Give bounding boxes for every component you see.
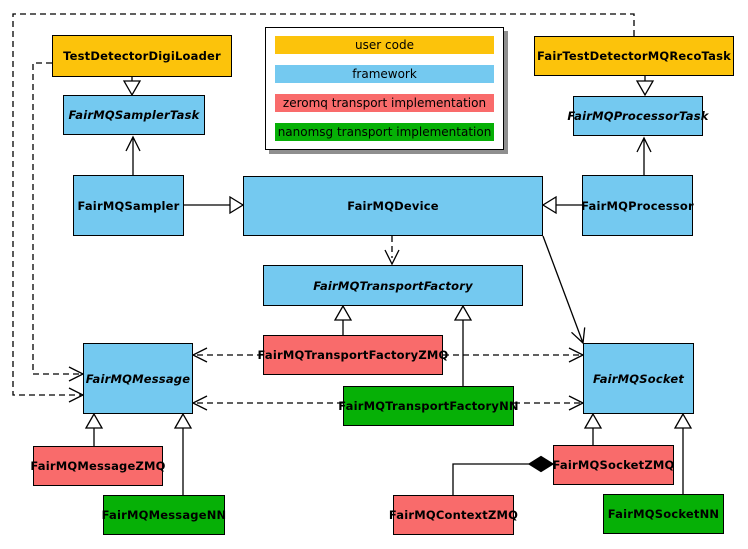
class-node-fairmqtransportfactory: FairMQTransportFactory <box>263 265 523 306</box>
class-node-fairmqsocket: FairMQSocket <box>583 343 694 414</box>
class-label: FairMQTransportFactoryNN <box>338 399 519 413</box>
edge-messagenn-message <box>173 412 193 495</box>
class-node-testdetectordigiloader: TestDetectorDigiLoader <box>52 35 232 77</box>
edge-factoryzmq-socket <box>443 347 585 363</box>
class-node-fairmqmessagezmq: FairMQMessageZMQ <box>30 446 166 486</box>
edge-factorynn-message <box>191 395 343 411</box>
class-label: FairMQDevice <box>347 199 439 213</box>
class-node-fairmqprocessortask: FairMQProcessorTask <box>567 96 708 136</box>
edge-socketnn-socket <box>673 412 693 494</box>
edge-sampler-device <box>184 195 245 215</box>
legend-item-framework: framework <box>275 65 494 83</box>
class-node-fairmqcontextzmq: FairMQContextZMQ <box>389 495 518 535</box>
class-label: FairMQProcessor <box>581 198 694 213</box>
class-label: FairMQSocketZMQ <box>552 458 675 472</box>
edge-recotask-processortask <box>635 76 655 97</box>
edge-factoryzmq-factory <box>333 304 353 335</box>
class-node-fairmqsocketzmq: FairMQSocketZMQ <box>553 445 674 485</box>
edge-processor-processortask <box>636 136 652 175</box>
edge-digiloader-samplertask <box>122 77 142 97</box>
edge-contextzmq-socketzmq <box>452 455 555 495</box>
legend-item-nanomsg: nanomsg transport implementation <box>275 123 494 141</box>
edge-sampler-samplertask <box>125 135 141 175</box>
edge-device-socket <box>542 235 586 345</box>
class-label: TestDetectorDigiLoader <box>63 49 221 63</box>
class-label: FairMQSamplerTask <box>68 108 200 122</box>
class-node-fairmqsampler: FairMQSampler <box>73 175 184 236</box>
class-node-fairmqsocketnn: FairMQSocketNN <box>603 494 724 534</box>
edge-factorynn-factory <box>453 304 473 386</box>
class-label: FairMQMessageZMQ <box>30 459 166 473</box>
legend-label: zeromq transport implementation <box>282 96 487 110</box>
class-node-fairmqtransportfactorynn: FairMQTransportFactoryNN <box>338 386 519 426</box>
legend-label: user code <box>355 38 414 52</box>
class-label: FairMQMessageNN <box>101 508 227 522</box>
legend-label: nanomsg transport implementation <box>277 125 492 139</box>
class-node-fairmqdevice: FairMQDevice <box>243 176 543 236</box>
class-label: FairMQTransportFactory <box>313 278 473 293</box>
class-node-fairmqtransportfactoryzmq: FairMQTransportFactoryZMQ <box>258 335 448 375</box>
edge-factoryzmq-message <box>191 347 263 363</box>
class-label: FairMQSocket <box>592 371 685 386</box>
class-node-fairmqmessage: FairMQMessage <box>83 343 193 414</box>
class-node-fairmqsamplertask: FairMQSamplerTask <box>63 95 205 135</box>
edge-processor-device <box>541 195 582 215</box>
legend-label: framework <box>352 67 417 81</box>
edge-messagezmq-message <box>84 412 104 446</box>
class-label: FairMQMessage <box>85 371 191 386</box>
edge-factorynn-socket <box>514 395 585 411</box>
legend: user code framework zeromq transport imp… <box>265 27 504 150</box>
class-node-fairmqmessagenn: FairMQMessageNN <box>101 495 227 535</box>
class-label: FairTestDetectorMQRecoTask <box>537 49 731 63</box>
legend-item-zeromq: zeromq transport implementation <box>275 94 494 112</box>
class-node-fairtestdetectormqrecotask: FairTestDetectorMQRecoTask <box>534 36 734 76</box>
edge-device-factory <box>384 236 400 266</box>
class-label: FairMQContextZMQ <box>388 508 519 522</box>
class-label: FairMQProcessorTask <box>567 109 709 123</box>
class-label: FairMQTransportFactoryZMQ <box>257 348 449 362</box>
class-label: FairMQSocketNN <box>607 507 720 521</box>
class-label: FairMQSampler <box>77 198 180 213</box>
edge-socketzmq-socket <box>583 412 603 445</box>
class-node-fairmqprocessor: FairMQProcessor <box>581 175 694 236</box>
legend-item-user-code: user code <box>275 36 494 54</box>
